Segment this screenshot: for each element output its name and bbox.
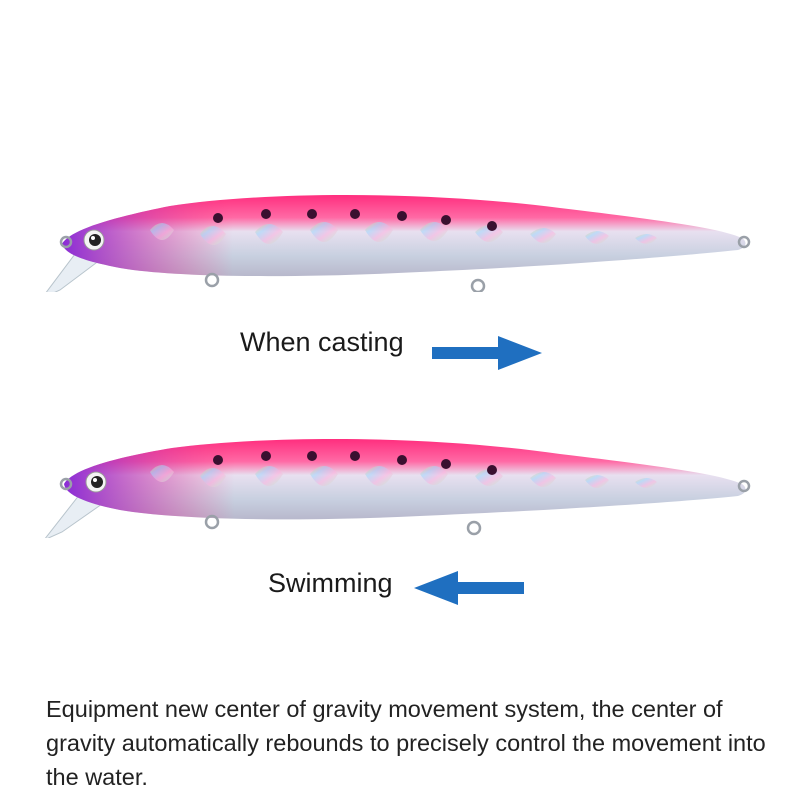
lure-scales: [150, 222, 657, 245]
label-when-casting: When casting: [240, 327, 404, 357]
tail-ring: [737, 479, 751, 493]
lure-spots: [213, 209, 497, 231]
hook-ring-rear: [466, 520, 482, 536]
line-tie-ring: [59, 235, 73, 249]
hook-ring-front: [204, 514, 220, 530]
label-swimming: Swimming: [268, 568, 393, 598]
arrow-right-icon: [432, 336, 542, 370]
hook-ring-front: [204, 272, 220, 288]
hook-ring-rear: [470, 278, 486, 292]
fishing-lure-casting: [45, 195, 751, 292]
lure-spots: [213, 451, 497, 475]
arrow-left-icon: [414, 571, 524, 605]
lure-scales: [150, 465, 657, 488]
line-tie-ring: [59, 477, 73, 491]
fishing-lure-swimming: [44, 438, 751, 538]
description-text: Equipment new center of gravity movement…: [46, 696, 766, 790]
tail-ring: [737, 235, 751, 249]
